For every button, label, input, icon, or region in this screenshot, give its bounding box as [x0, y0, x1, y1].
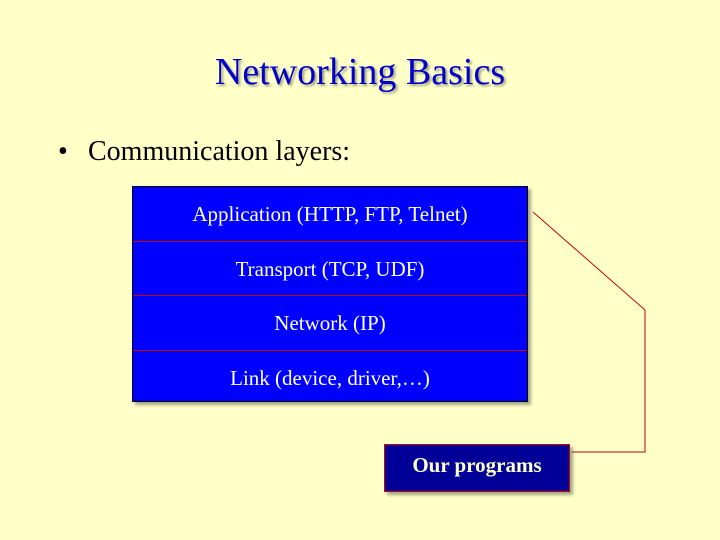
layer-application: Application (HTTP, FTP, Telnet): [133, 187, 527, 242]
bullet-communication-layers: • Communication layers:: [58, 132, 350, 172]
bullet-text: Communication layers:: [88, 136, 351, 167]
layer-transport: Transport (TCP, UDF): [133, 242, 527, 296]
our-programs-box: Our programs: [384, 444, 570, 492]
bullet-marker: •: [58, 136, 68, 167]
slide-title: Networking Basics: [214, 51, 506, 93]
connector-application-to-programs: [532, 211, 646, 453]
layer-network: Network (IP): [133, 296, 527, 351]
protocol-layer-stack: Application (HTTP, FTP, Telnet) Transpor…: [132, 186, 528, 402]
layer-link: Link (device, driver,…): [230, 365, 430, 390]
